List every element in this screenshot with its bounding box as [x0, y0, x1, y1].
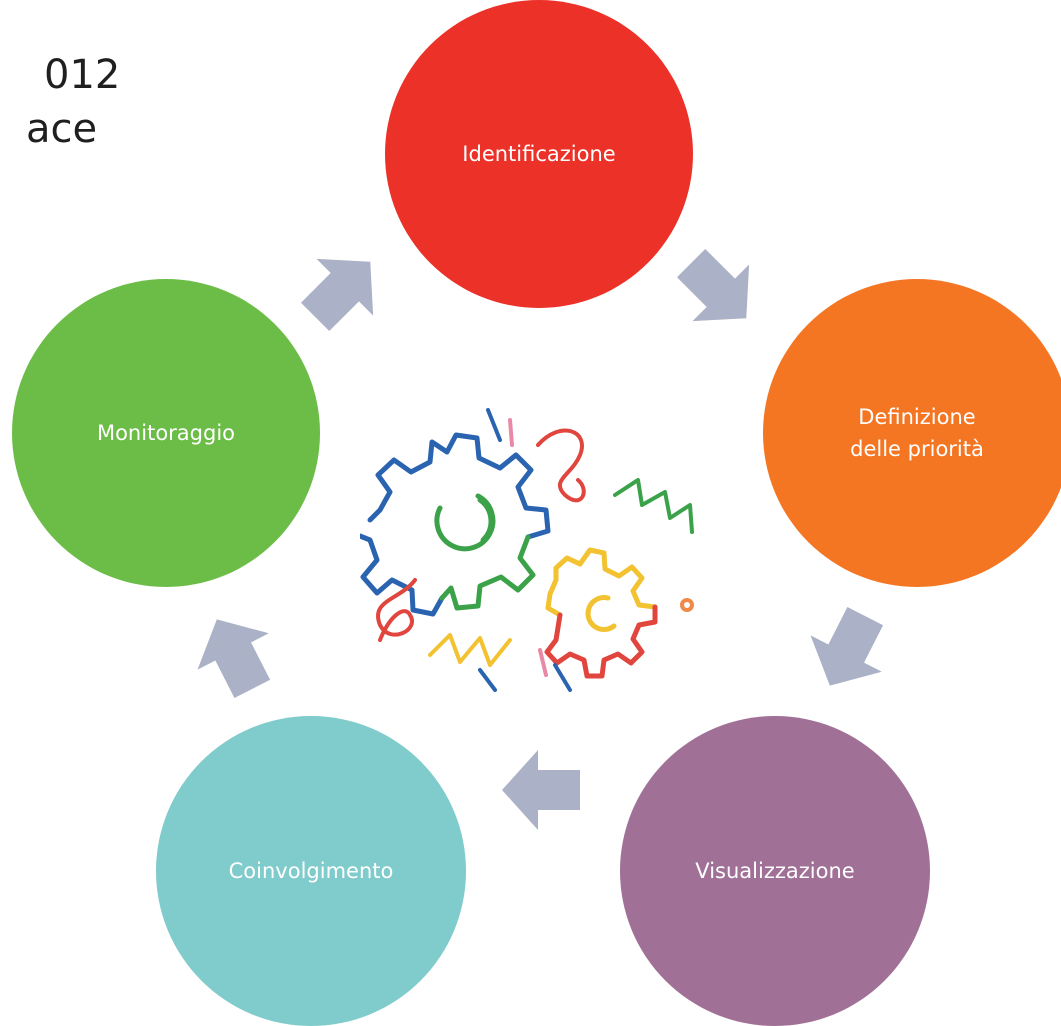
squiggle-red [376, 428, 586, 642]
small-gear-yellow-part [545, 547, 658, 618]
gears-illustration-icon [360, 408, 694, 692]
node-identificazione[interactable]: Identificazione [385, 0, 693, 308]
node-definizione-priorita[interactable]: Definizione delle priorità [763, 279, 1061, 587]
arrow-visualizzazione-to-coinvolgimento [502, 750, 580, 830]
arrow-monitoraggio-to-identificazione [300, 258, 374, 332]
arrow-coinvolgimento-to-monitoraggio [197, 619, 271, 698]
squiggle-blue [478, 408, 572, 692]
squiggle-pink [508, 418, 548, 677]
node-label: Visualizzazione [695, 859, 855, 883]
title-line-2: ace [26, 106, 98, 152]
small-gear-hub [585, 595, 617, 632]
arrow-priorita-to-visualizzazione [810, 607, 884, 686]
arrow-group [197, 248, 884, 830]
node-label: Coinvolgimento [228, 859, 394, 883]
large-gear-hub [434, 493, 496, 552]
squiggle-green [613, 478, 694, 534]
large-gear-green-part [439, 534, 536, 611]
slide-title-fragment: 012 ace [0, 52, 120, 152]
squiggle-yellow [428, 633, 512, 667]
title-line-1: 012 [44, 52, 121, 98]
node-label: Definizione delle priorità [850, 405, 984, 461]
node-monitoraggio[interactable]: Monitoraggio [12, 279, 320, 587]
node-label: Monitoraggio [96, 421, 236, 445]
node-label: Identificazione [462, 142, 616, 166]
node-coinvolgimento[interactable]: Coinvolgimento [156, 716, 466, 1026]
arrow-identificazione-to-priorita [676, 248, 750, 322]
large-gear-blue-part [360, 432, 551, 617]
node-visualizzazione[interactable]: Visualizzazione [620, 716, 930, 1026]
squiggle-dot [680, 598, 694, 612]
small-gear-red-part [544, 604, 658, 679]
